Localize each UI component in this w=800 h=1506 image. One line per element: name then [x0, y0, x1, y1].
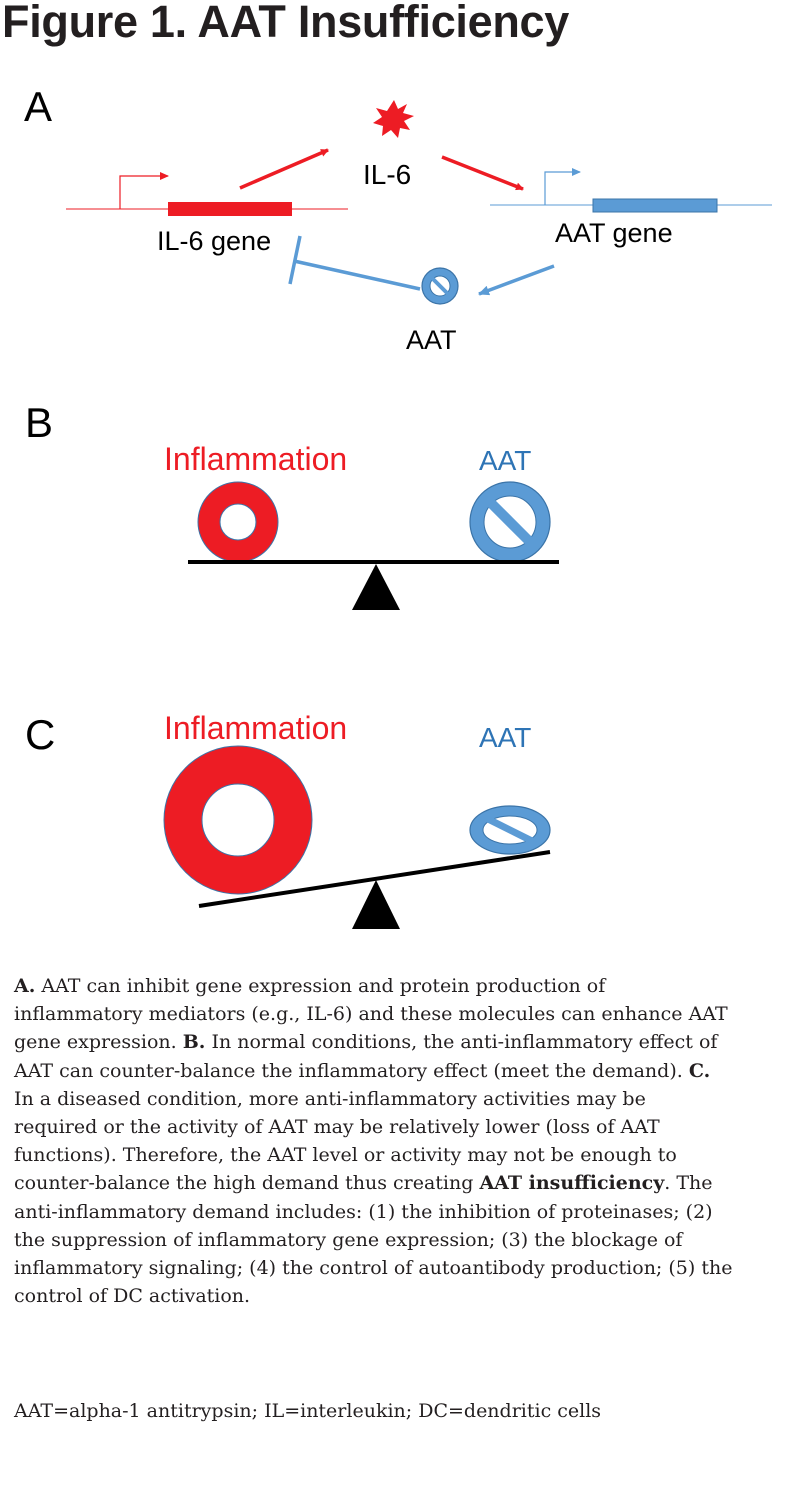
panel-c-inflammation-label: Inflammation: [164, 710, 347, 746]
panel-c-inflammation-ring-icon: [163, 745, 313, 895]
panel-c: C Inflammation AAT: [25, 710, 551, 929]
il6-gene-label: IL-6 gene: [157, 226, 271, 256]
il6-gene-body: [168, 202, 292, 216]
panel-b-inflammation-ring-icon: [197, 481, 279, 563]
panel-c-aat-label: AAT: [479, 722, 531, 753]
caption-b-label: B.: [182, 1031, 206, 1054]
panel-c-fulcrum: [352, 880, 400, 929]
panel-b: B Inflammation AAT: [25, 399, 559, 610]
figure-title: Figure 1. AAT Insufficiency: [2, 0, 569, 47]
arrow-aat-gene-to-aat: [478, 264, 555, 296]
caption-a-text: AAT can inhibit gene expression and prot…: [14, 975, 728, 1054]
caption-paragraph: A. AAT can inhibit gene expression and p…: [14, 972, 734, 1310]
aat-gene: AAT gene: [490, 168, 772, 248]
panel-b-label: B: [25, 399, 53, 446]
arrow-il6-to-aat-gene: [441, 155, 524, 191]
arrow-il6-gene-to-il6: [239, 148, 329, 190]
aat-protein-icon: [421, 267, 459, 305]
panel-b-fulcrum: [352, 564, 400, 610]
caption-c-label: C.: [688, 1059, 711, 1082]
figure-diagram: A IL-6 gene IL-6 AAT gene AAT: [24, 83, 772, 929]
caption-c-text: In a diseased condition, more anti-infla…: [14, 1087, 677, 1195]
abbreviations: AAT=alpha-1 antitrypsin; IL=interleukin;…: [14, 1400, 602, 1422]
aat-promoter-arrow: [544, 168, 581, 205]
panel-c-label: C: [25, 711, 55, 758]
figure-caption: A. AAT can inhibit gene expression and p…: [14, 972, 734, 1310]
panel-a: A IL-6 gene IL-6 AAT gene AAT: [24, 83, 772, 355]
panel-b-inflammation-label: Inflammation: [164, 441, 347, 477]
inhibition-aat-to-il6-gene: [288, 235, 421, 291]
aat-gene-label: AAT gene: [555, 218, 673, 248]
il6-protein-star-icon: [373, 100, 414, 138]
panel-c-seesaw-beam: [198, 850, 551, 908]
il6-label: IL-6: [363, 159, 411, 190]
panel-b-aat-inhibitor-icon: [469, 481, 551, 563]
aat-protein-label: AAT: [406, 325, 457, 355]
aat-gene-body: [592, 198, 718, 213]
caption-d-text: . The anti-inflammatory demand includes:…: [14, 1172, 733, 1308]
panel-c-aat-inhibitor-icon: [469, 805, 551, 855]
il6-promoter-arrow: [119, 172, 169, 209]
caption-term-aat-insufficiency: AAT insufficiency: [479, 1172, 665, 1195]
caption-a-label: A.: [14, 975, 36, 997]
il6-gene: IL-6 gene: [66, 172, 348, 256]
panel-b-aat-label: AAT: [479, 445, 531, 476]
caption-b-text: In normal conditions, the anti-inflammat…: [14, 1031, 718, 1082]
panel-a-label: A: [24, 83, 52, 130]
